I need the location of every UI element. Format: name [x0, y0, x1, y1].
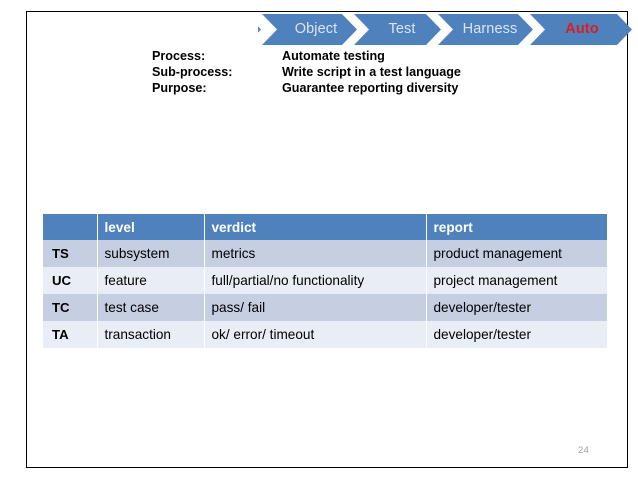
- cell-report: project management: [426, 267, 607, 294]
- table-row: UC feature full/partial/no functionality…: [43, 267, 607, 294]
- cell-verdict: ok/ error/ timeout: [204, 321, 427, 348]
- table-row: TA transaction ok/ error/ timeout develo…: [43, 321, 607, 348]
- chevron-step-auto[interactable]: Auto: [565, 21, 599, 37]
- cell-code: TS: [43, 240, 98, 267]
- cell-verdict: pass/ fail: [204, 294, 427, 321]
- process-info-row: Sub-process: Write script in a test langu…: [152, 64, 461, 80]
- cell-verdict: full/partial/no functionality: [204, 267, 427, 294]
- process-info-row: Process: Automate testing: [152, 48, 461, 64]
- process-chevron-banner: Object Test Harness Auto: [258, 14, 632, 45]
- process-value: Automate testing: [282, 49, 385, 63]
- column-header-report: report: [426, 214, 607, 240]
- process-label: Process:: [152, 49, 206, 63]
- sub-process-label: Sub-process:: [152, 65, 233, 80]
- chevron-step-object[interactable]: Object: [294, 21, 338, 37]
- column-header-code: [43, 214, 98, 240]
- chevron-step-harness[interactable]: Harness: [462, 21, 518, 37]
- table-header-row: level verdict report: [43, 214, 607, 240]
- cell-report: developer/tester: [426, 294, 607, 321]
- cell-verdict: metrics: [204, 240, 427, 267]
- purpose-label: Purpose:: [152, 81, 207, 96]
- chevron-banner-shape: [258, 14, 632, 45]
- levels-table: level verdict report TS subsystem metric…: [43, 214, 607, 348]
- cell-report: product management: [426, 240, 607, 267]
- process-info-block: Process: Automate testing Sub-process: Wri…: [152, 48, 461, 96]
- sub-process-value: Write script in a test language: [282, 65, 461, 80]
- purpose-value: Guarantee reporting diversity: [282, 81, 459, 96]
- cell-level: subsystem: [97, 240, 205, 267]
- page-number: 24: [578, 445, 589, 456]
- cell-code: TC: [43, 294, 98, 321]
- cell-level: test case: [97, 294, 205, 321]
- cell-code: UC: [43, 267, 98, 294]
- chevron-step-test[interactable]: Test: [388, 21, 416, 37]
- process-info-row: Purpose: Guarantee reporting diversity: [152, 80, 461, 96]
- column-header-level: level: [97, 214, 205, 240]
- table-row: TS subsystem metrics product management: [43, 240, 607, 267]
- column-header-verdict: verdict: [204, 214, 427, 240]
- cell-level: feature: [97, 267, 205, 294]
- table-row: TC test case pass/ fail developer/tester: [43, 294, 607, 321]
- cell-report: developer/tester: [426, 321, 607, 348]
- cell-code: TA: [43, 321, 98, 348]
- cell-level: transaction: [97, 321, 205, 348]
